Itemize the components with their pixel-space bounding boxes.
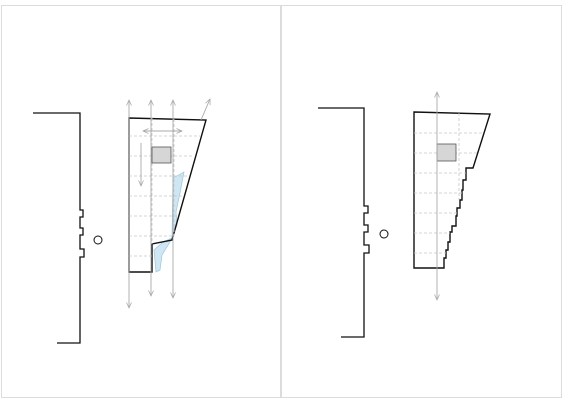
left-panel-frame (1, 5, 281, 398)
right-panel-frame (281, 5, 562, 398)
right-panel (318, 92, 491, 338)
left-wall-outline (33, 112, 85, 344)
right-column-circle (379, 229, 389, 239)
left-column-circle (93, 235, 103, 245)
left-core-block (151, 146, 172, 164)
left-panel (33, 99, 210, 344)
right-grid (414, 113, 484, 254)
left-blue-fill (153, 171, 185, 273)
right-core-block (436, 143, 457, 162)
left-grid (129, 118, 200, 257)
left-movement-arrows (129, 99, 210, 308)
right-wall-outline (318, 107, 370, 338)
left-building-outline (128, 117, 207, 273)
right-building-outline (413, 111, 491, 269)
